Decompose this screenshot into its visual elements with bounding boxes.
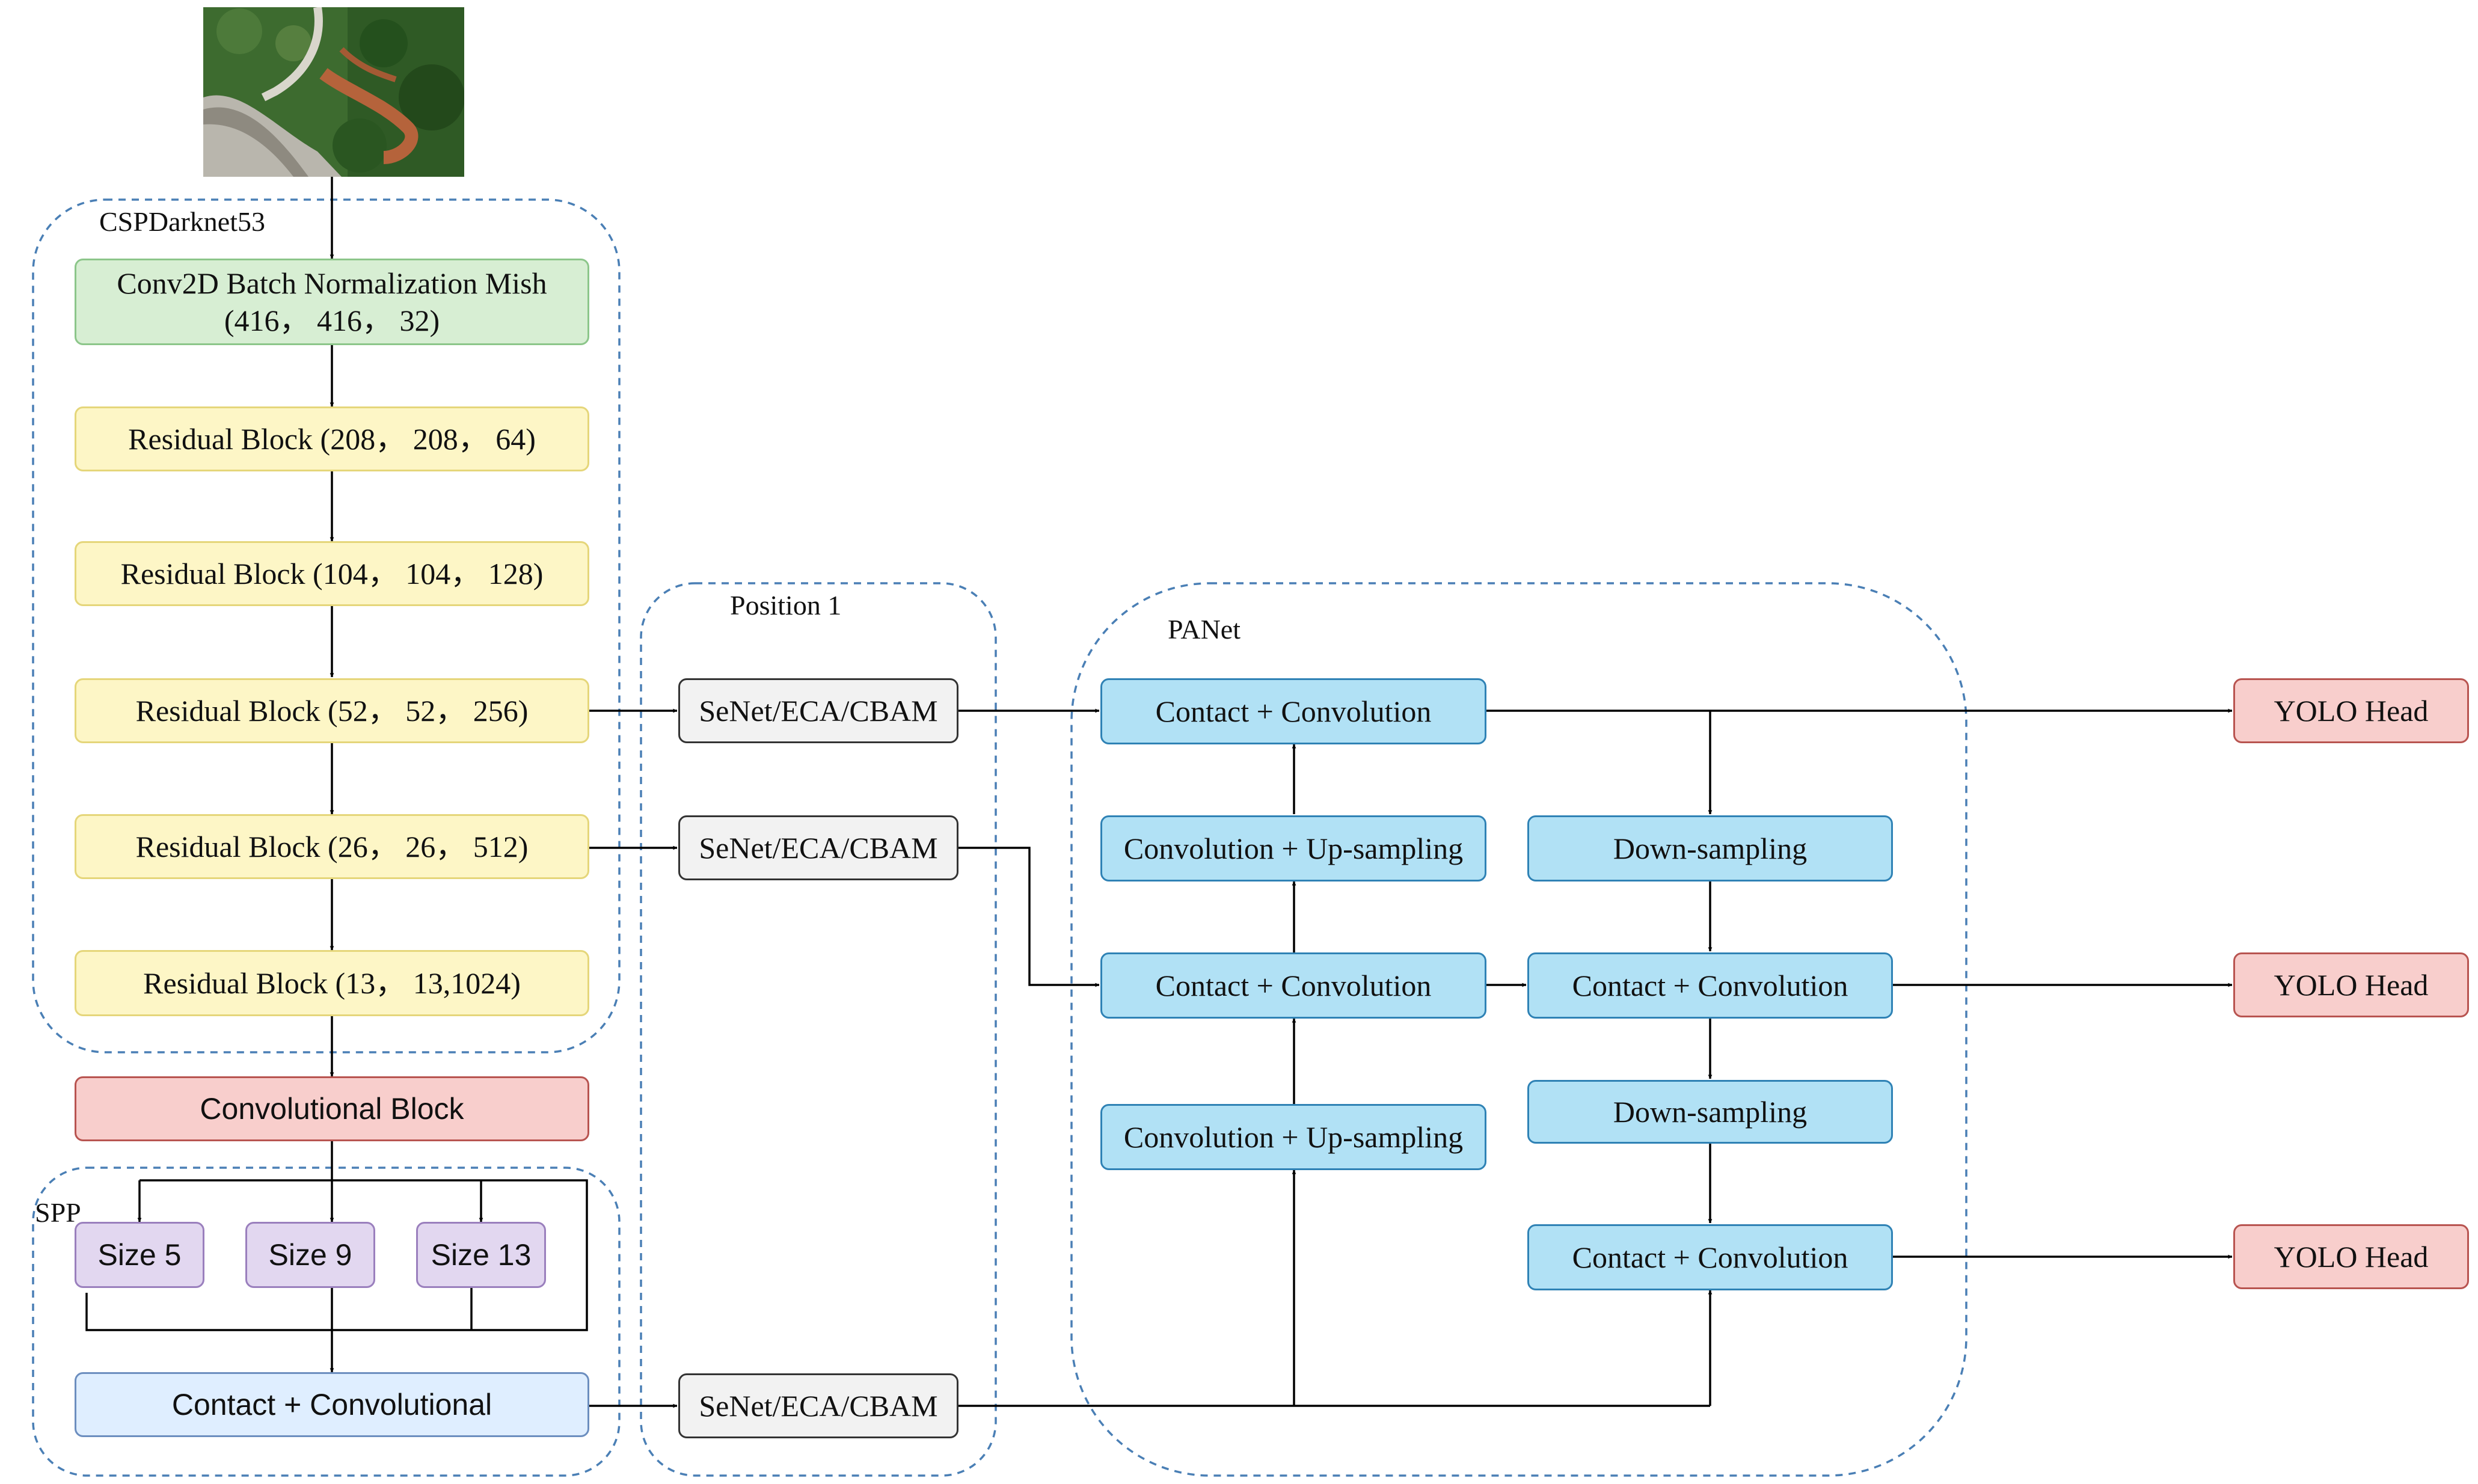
residual-block-2-label: Residual Block (104， 104， 128) — [120, 556, 544, 590]
arrow-attn-mid-to-contact — [958, 847, 1100, 987]
spp-size-13-label: Size 13 — [431, 1237, 532, 1272]
panet-contact-mid-left-label: Contact + Convolution — [1155, 968, 1432, 1002]
residual-block-1-label: Residual Block (208， 208， 64) — [128, 422, 536, 456]
panet-downsample-top: Down-sampling — [1527, 815, 1893, 882]
spp-group-frame — [32, 1167, 621, 1477]
attention-module-middle: SeNet/ECA/CBAM — [678, 815, 958, 880]
input-aerial-image — [203, 7, 464, 177]
yolo-head-3-label: YOLO Head — [2274, 1239, 2429, 1274]
residual-block-3: Residual Block (52， 52， 256) — [75, 678, 589, 743]
panet-downsample-top-label: Down-sampling — [1613, 831, 1808, 865]
panet-downsample-bottom: Down-sampling — [1527, 1080, 1893, 1144]
panet-contact-mid-left: Contact + Convolution — [1100, 952, 1486, 1019]
yolo-head-1-label: YOLO Head — [2274, 693, 2429, 728]
panet-contact-top-left: Contact + Convolution — [1100, 678, 1486, 744]
residual-block-4-label: Residual Block (26， 26， 512) — [135, 829, 529, 863]
panet-upsample-top: Convolution + Up-sampling — [1100, 815, 1486, 882]
attention-module-bottom: SeNet/ECA/CBAM — [678, 1373, 958, 1438]
residual-block-1: Residual Block (208， 208， 64) — [75, 406, 589, 471]
spp-size-5: Size 5 — [75, 1222, 204, 1288]
convolutional-block-label: Convolutional Block — [200, 1091, 464, 1126]
spp-size-9-label: Size 9 — [268, 1237, 352, 1272]
spp-split-bar — [85, 1179, 588, 1331]
panet-upsample-top-label: Convolution + Up-sampling — [1123, 831, 1464, 865]
attention-top-label: SeNet/ECA/CBAM — [699, 693, 938, 728]
position-group-label: Position 1 — [730, 590, 842, 621]
spp-size-5-label: Size 5 — [97, 1237, 182, 1272]
spp-contact-label: Contact + Convolutional — [171, 1387, 492, 1421]
position-group-frame — [640, 582, 997, 1477]
panet-contact-top-left-label: Contact + Convolution — [1155, 694, 1432, 728]
panet-group-label: PANet — [1168, 614, 1241, 645]
aerial-photo-drawing — [203, 7, 464, 177]
spp-group-label: SPP — [35, 1197, 81, 1228]
attention-middle-label: SeNet/ECA/CBAM — [699, 830, 938, 865]
panet-contact-mid-right-label: Contact + Convolution — [1572, 968, 1848, 1002]
yolo-head-2: YOLO Head — [2233, 952, 2469, 1017]
residual-block-5-label: Residual Block (13， 13,1024) — [143, 966, 521, 1000]
panet-contact-mid-right: Contact + Convolution — [1527, 952, 1893, 1019]
panet-upsample-bottom-label: Convolution + Up-sampling — [1123, 1120, 1464, 1154]
yolo-head-1: YOLO Head — [2233, 678, 2469, 743]
attention-bottom-label: SeNet/ECA/CBAM — [699, 1388, 938, 1423]
yolo-head-2-label: YOLO Head — [2274, 967, 2429, 1002]
convolutional-block: Convolutional Block — [75, 1076, 589, 1141]
backbone-group-label: CSPDarknet53 — [99, 206, 265, 237]
conv2d-bn-mish-block: Conv2D Batch Normalization Mish (416， 41… — [75, 259, 589, 345]
panet-group-frame — [1070, 582, 1967, 1477]
panet-downsample-bottom-label: Down-sampling — [1613, 1094, 1808, 1129]
yolo-head-3: YOLO Head — [2233, 1224, 2469, 1289]
conv2d-block-label: Conv2D Batch Normalization Mish — [117, 266, 547, 300]
residual-block-4: Residual Block (26， 26， 512) — [75, 814, 589, 879]
panet-contact-bottom-right-label: Contact + Convolution — [1572, 1240, 1848, 1274]
conv2d-block-shape: (416， 416， 32) — [224, 304, 440, 337]
panet-contact-bottom-right: Contact + Convolution — [1527, 1224, 1893, 1290]
residual-block-2: Residual Block (104， 104， 128) — [75, 541, 589, 606]
residual-block-5: Residual Block (13， 13,1024) — [75, 950, 589, 1016]
spp-size-13: Size 13 — [416, 1222, 546, 1288]
residual-block-3-label: Residual Block (52， 52， 256) — [135, 693, 529, 728]
attention-module-top: SeNet/ECA/CBAM — [678, 678, 958, 743]
spp-size-9: Size 9 — [245, 1222, 375, 1288]
spp-contact-block: Contact + Convolutional — [75, 1372, 589, 1437]
panet-upsample-bottom: Convolution + Up-sampling — [1100, 1104, 1486, 1170]
